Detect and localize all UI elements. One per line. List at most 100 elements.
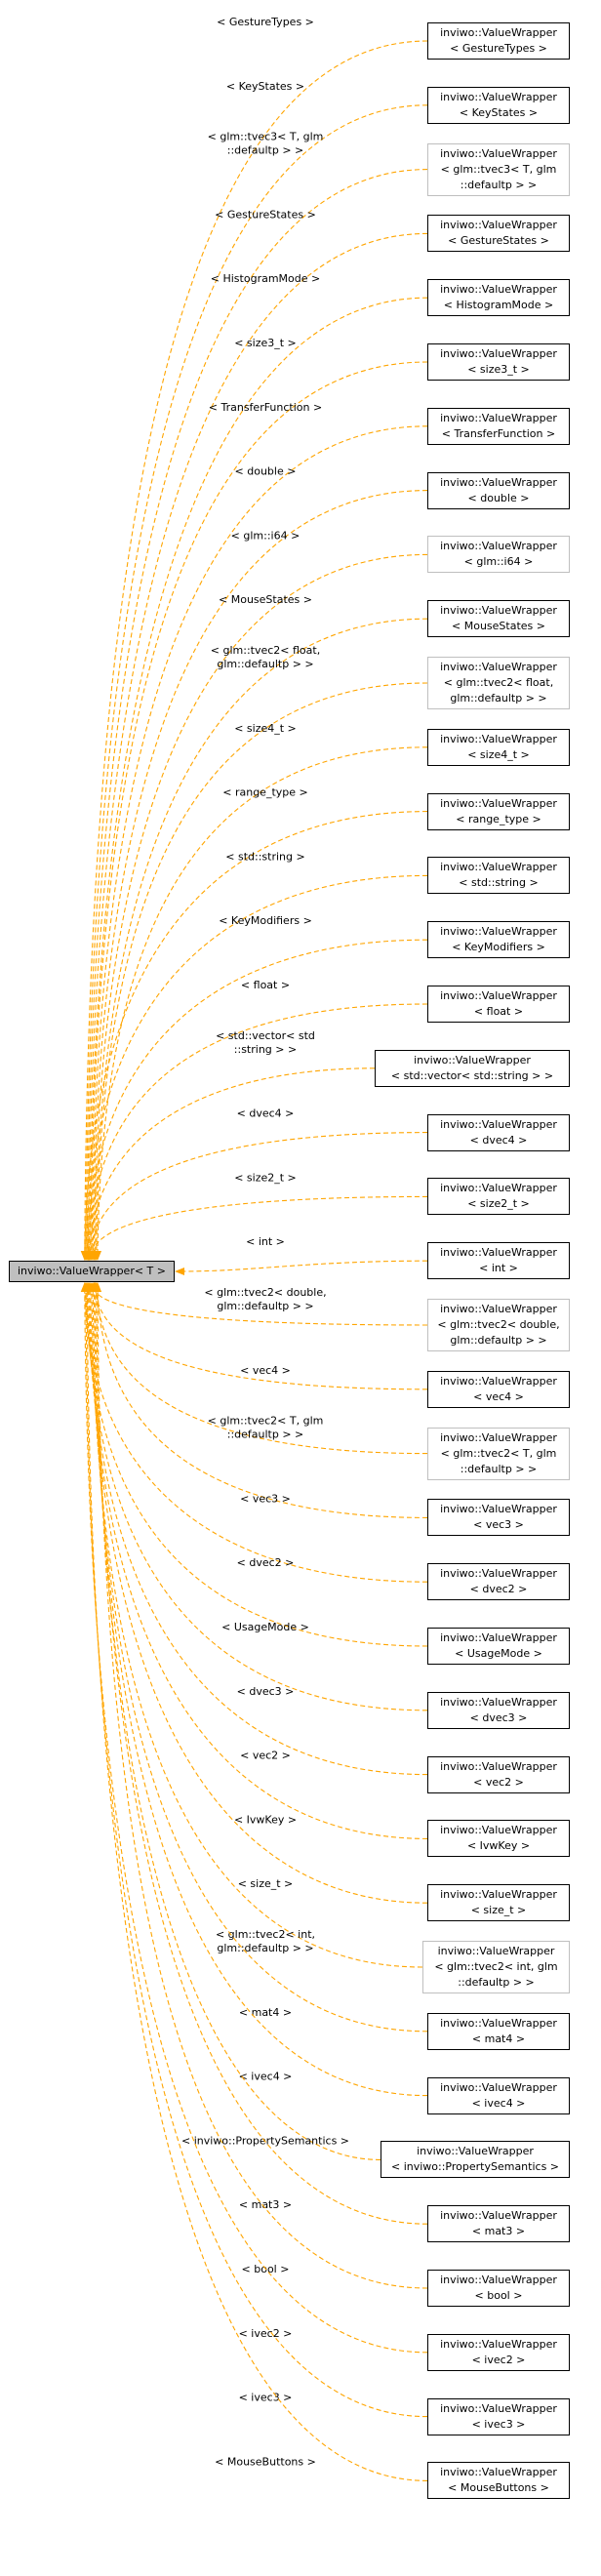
class-box-line: inviwo::ValueWrapper [440,604,557,618]
class-box-line: inviwo::ValueWrapper [440,861,557,874]
class-box[interactable]: inviwo::ValueWrapper< std::string > [427,857,570,895]
class-box[interactable]: inviwo::ValueWrapper< size3_t > [427,343,570,381]
edge-label: glm::defaultp > > [217,658,313,670]
inheritance-edge [90,1287,428,1904]
inheritance-edge [91,425,428,1256]
edge-label: < glm::tvec2< T, glm [208,1415,324,1428]
class-box[interactable]: inviwo::ValueWrapper< glm::i64 > [427,536,570,574]
class-box[interactable]: inviwo::ValueWrapper< vec2 > [427,1755,570,1793]
inheritance-edge [85,1287,428,2418]
edge-label: < KeyModifiers > [219,914,312,927]
edge-label: ::string > > [234,1043,297,1056]
inheritance-edge [92,490,428,1256]
edge-label: < UsageMode > [221,1621,309,1633]
class-box-line: inviwo::ValueWrapper [440,1503,557,1516]
class-box-line: < UsageMode > [455,1647,542,1660]
class-box[interactable]: inviwo::ValueWrapper< inviwo::PropertySe… [381,2141,570,2179]
class-box[interactable]: inviwo::ValueWrapper< MouseButtons > [427,2462,570,2500]
class-box-line: < MouseButtons > [448,2481,549,2495]
class-box-line: < float > [473,1005,524,1018]
root-class-box[interactable]: inviwo::ValueWrapper< T > [9,1261,175,1282]
class-box-line: inviwo::ValueWrapper [440,2080,557,2094]
edge-label: < int > [246,1235,285,1248]
class-box[interactable]: inviwo::ValueWrapper< IvwKey > [427,1820,570,1858]
class-box[interactable]: inviwo::ValueWrapper< glm::tvec2< int, g… [422,1941,570,1993]
class-box-line: < int > [479,1262,518,1275]
class-box-line: < glm::i64 > [463,555,534,569]
class-box[interactable]: inviwo::ValueWrapper< ivec2 > [427,2333,570,2371]
class-box-line: inviwo::ValueWrapper [440,1888,557,1902]
class-box[interactable]: inviwo::ValueWrapper< UsageMode > [427,1628,570,1665]
class-box[interactable]: inviwo::ValueWrapper< ivec4 > [427,2076,570,2114]
class-box[interactable]: inviwo::ValueWrapper< KeyModifiers > [427,921,570,959]
inheritance-edge [84,1287,428,1583]
class-box-line: inviwo::ValueWrapper [440,796,557,810]
class-box[interactable]: inviwo::ValueWrapper< dvec2 > [427,1563,570,1601]
class-box-line: < dvec2 > [469,1583,528,1596]
class-box[interactable]: inviwo::ValueWrapper< size2_t > [427,1178,570,1216]
class-box[interactable]: inviwo::ValueWrapper< glm::tvec2< float,… [427,657,570,709]
class-box-line: inviwo::ValueWrapper [440,2016,557,2030]
class-box[interactable]: inviwo::ValueWrapper< KeyStates > [427,86,570,124]
class-box-line: inviwo::ValueWrapper [440,1430,557,1444]
edge-label: < glm::tvec3< T, glm [208,131,324,143]
class-box-line: inviwo::ValueWrapper [414,1053,531,1067]
edge-label: < ivec2 > [239,2327,293,2340]
inheritance-edge [97,1287,428,2289]
edge-label: < GestureTypes > [217,16,314,28]
class-box[interactable]: inviwo::ValueWrapper< double > [427,471,570,509]
edge-label: < size2_t > [234,1171,297,1184]
class-box-line: ::defaultp > > [458,1976,535,1989]
class-box-line: inviwo::ValueWrapper [440,1567,557,1581]
class-box-line: < glm::tvec2< int, glm [434,1960,558,1973]
inheritance-edge [97,1287,428,1518]
arrowhead [88,1251,96,1261]
class-box-line: < vec2 > [473,1775,524,1789]
class-box[interactable]: inviwo::ValueWrapper< ivec3 > [427,2397,570,2435]
class-box[interactable]: inviwo::ValueWrapper< HistogramMode > [427,279,570,317]
edge-label: < IvwKey > [234,1813,297,1826]
class-box[interactable]: inviwo::ValueWrapper< GestureTypes > [427,22,570,60]
class-box[interactable]: inviwo::ValueWrapper< dvec3 > [427,1691,570,1729]
edge-label: < double > [235,465,297,478]
edge-label: < std::vector< std [216,1029,315,1042]
class-box[interactable]: inviwo::ValueWrapper< glm::tvec2< T, glm… [427,1427,570,1480]
class-box[interactable]: inviwo::ValueWrapper< mat3 > [427,2205,570,2243]
class-box[interactable]: inviwo::ValueWrapper< vec3 > [427,1499,570,1537]
edge-label: < glm::tvec2< int, [216,1928,315,1941]
class-box-line: ::defaultp > > [460,178,538,191]
class-box[interactable]: inviwo::ValueWrapper< glm::tvec2< double… [427,1299,570,1351]
class-box-line: inviwo::ValueWrapper [440,1759,557,1773]
class-box-line: < mat4 > [471,2032,526,2045]
class-box[interactable]: inviwo::ValueWrapper< int > [427,1242,570,1280]
class-box[interactable]: inviwo::ValueWrapper< size4_t > [427,728,570,766]
class-box-line: inviwo::ValueWrapper [440,1303,557,1315]
class-box[interactable]: inviwo::ValueWrapper< float > [427,986,570,1023]
inheritance-edge [91,1195,428,1256]
class-box-line: < double > [467,491,530,504]
class-box[interactable]: inviwo::ValueWrapper< std::vector< std::… [375,1049,570,1087]
inheritance-edge [92,1287,428,2033]
inheritance-edge [87,232,428,1256]
class-box[interactable]: inviwo::ValueWrapper< dvec4 > [427,1113,570,1151]
edge-label: < mat4 > [239,2006,292,2019]
edge-label: < glm::i64 > [231,529,300,542]
class-box[interactable]: inviwo::ValueWrapper< glm::tvec3< T, glm… [427,142,570,196]
class-box[interactable]: inviwo::ValueWrapper< TransferFunction > [427,407,570,445]
class-box-line: inviwo::ValueWrapper [440,2401,557,2415]
class-box[interactable]: inviwo::ValueWrapper< mat4 > [427,2012,570,2050]
class-box-line: inviwo::ValueWrapper [440,1824,557,1837]
class-box-line: inviwo::ValueWrapper [440,219,557,232]
class-box-line: inviwo::ValueWrapper [440,2209,557,2223]
edge-label: < range_type > [222,786,307,799]
class-box[interactable]: inviwo::ValueWrapper< GestureStates > [427,215,570,253]
class-box[interactable]: inviwo::ValueWrapper< vec4 > [427,1370,570,1408]
class-box[interactable]: inviwo::ValueWrapper< MouseStates > [427,600,570,638]
class-box[interactable]: inviwo::ValueWrapper< range_type > [427,792,570,830]
class-box-line: < TransferFunction > [441,426,556,440]
edge-label: < size4_t > [234,722,297,735]
class-box[interactable]: inviwo::ValueWrapper< bool > [427,2270,570,2307]
class-box-line: < mat3 > [471,2225,526,2238]
class-box[interactable]: inviwo::ValueWrapper< size_t > [427,1884,570,1922]
